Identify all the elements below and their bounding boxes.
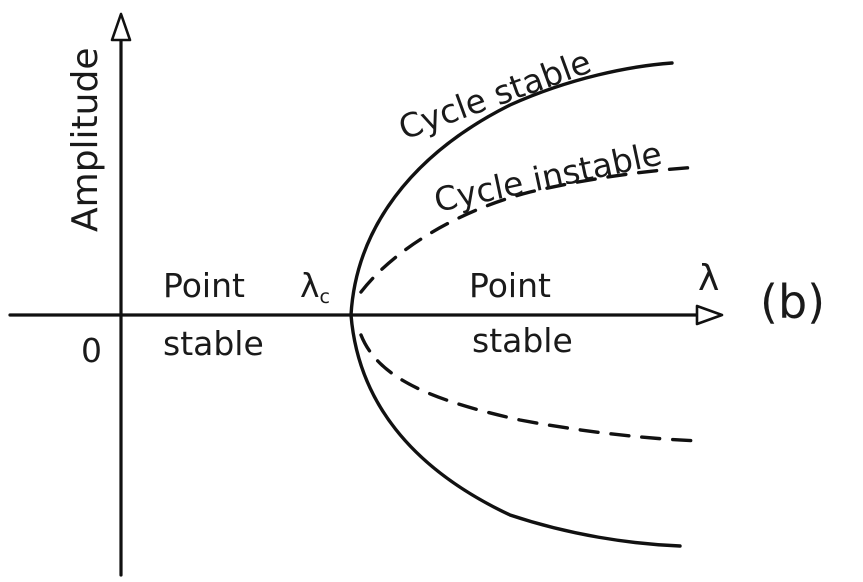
y-axis-arrow bbox=[110, 12, 132, 42]
origin-label: 0 bbox=[81, 331, 102, 370]
stable-cycle-upper-branch bbox=[349, 61, 674, 317]
right-region-label-line2: stable bbox=[472, 321, 573, 360]
left-region-label-line1: Point bbox=[163, 266, 245, 305]
unstable-cycle-lower-branch bbox=[359, 333, 702, 443]
unstable-cycle-label: Cycle instable bbox=[431, 134, 666, 220]
panel-label: (b) bbox=[760, 275, 825, 329]
critical-lambda-label: λc bbox=[300, 266, 330, 308]
critical-lambda-main: λ bbox=[300, 266, 320, 305]
stable-cycle-lower-branch bbox=[349, 313, 682, 548]
y-axis-label: Amplitude bbox=[65, 48, 106, 232]
unstable-cycle-upper-branch bbox=[359, 165, 702, 294]
right-region-label-line1: Point bbox=[469, 266, 551, 305]
critical-lambda-subscript: c bbox=[320, 286, 330, 308]
x-axis-label: λ bbox=[698, 258, 719, 299]
left-region-label-line2: stable bbox=[163, 324, 264, 363]
stable-cycle-label: Cycle stable bbox=[393, 42, 596, 148]
x-axis-arrow bbox=[695, 304, 724, 326]
